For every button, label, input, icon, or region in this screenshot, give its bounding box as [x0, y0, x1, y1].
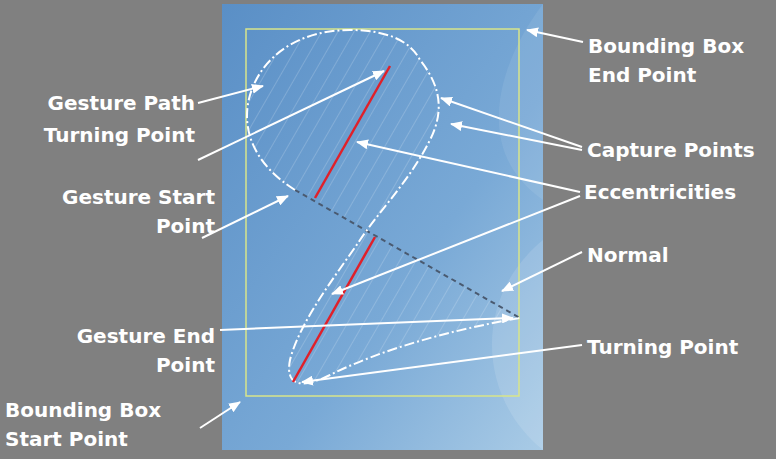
- gesture-path: [247, 30, 520, 383]
- gesture-start-label: Gesture Start Point: [45, 183, 215, 241]
- bounding-box: [246, 29, 519, 396]
- capture-points-label: Capture Points: [587, 136, 772, 165]
- bbox-start-label: Bounding Box Start Point: [5, 396, 180, 454]
- gesture-path-label: Gesture Path: [0, 89, 195, 118]
- bbox-end-label: Bounding Box End Point: [588, 32, 763, 90]
- normal-line: [295, 190, 520, 318]
- turning-point-label: Turning Point: [587, 333, 772, 362]
- eccentricities-label: Eccentricities: [584, 178, 772, 207]
- leader-lines: [198, 30, 583, 428]
- normal-label: Normal: [587, 241, 772, 270]
- turning-point-label: Turning Point: [0, 121, 195, 150]
- eccentricity-line: [293, 237, 375, 382]
- gesture-end-label: Gesture End Point: [45, 322, 215, 380]
